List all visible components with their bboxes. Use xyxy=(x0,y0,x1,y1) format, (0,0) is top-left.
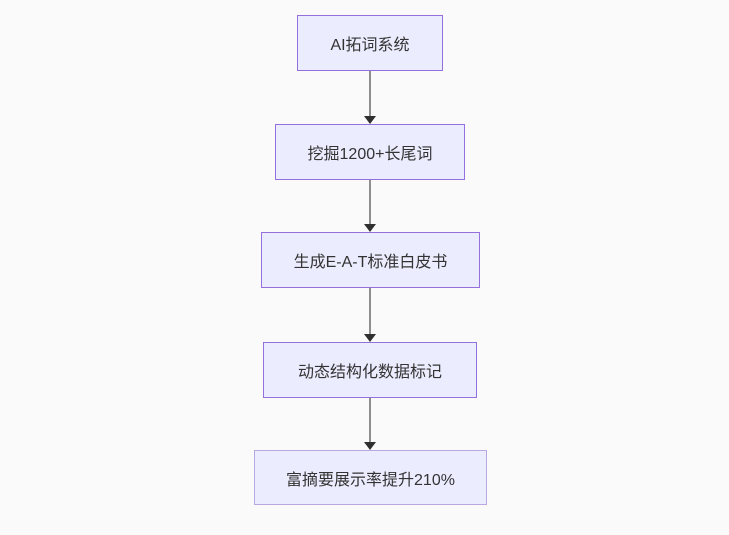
edge-line xyxy=(369,71,371,116)
node-generate-eat-whitepaper: 生成E-A-T标准白皮书 xyxy=(261,232,480,288)
node-label: 富摘要展示率提升210% xyxy=(286,471,455,489)
node-label: 动态结构化数据标记 xyxy=(297,364,442,381)
arrowhead-down-icon xyxy=(364,116,376,124)
edge-line xyxy=(369,288,371,334)
edge-c-to-d xyxy=(364,288,376,342)
arrowhead-down-icon xyxy=(364,442,376,450)
arrowhead-down-icon xyxy=(364,224,376,232)
arrowhead-down-icon xyxy=(364,334,376,342)
node-mine-longtail-keywords: 挖掘1200+长尾词 xyxy=(275,124,465,180)
edge-line xyxy=(369,398,371,442)
node-label: 挖掘1200+长尾词 xyxy=(307,146,433,163)
edge-line xyxy=(369,180,371,224)
node-dynamic-structured-data-markup: 动态结构化数据标记 xyxy=(263,342,477,398)
edge-b-to-c xyxy=(364,180,376,232)
node-rich-snippet-rate-increase: 富摘要展示率提升210% xyxy=(254,450,487,505)
edge-a-to-b xyxy=(364,71,376,124)
edge-d-to-e xyxy=(364,398,376,450)
node-ai-word-expansion-system: AI拓词系统 xyxy=(297,15,443,71)
node-label: 生成E-A-T标准白皮书 xyxy=(293,254,448,271)
node-label: AI拓词系统 xyxy=(330,37,410,54)
